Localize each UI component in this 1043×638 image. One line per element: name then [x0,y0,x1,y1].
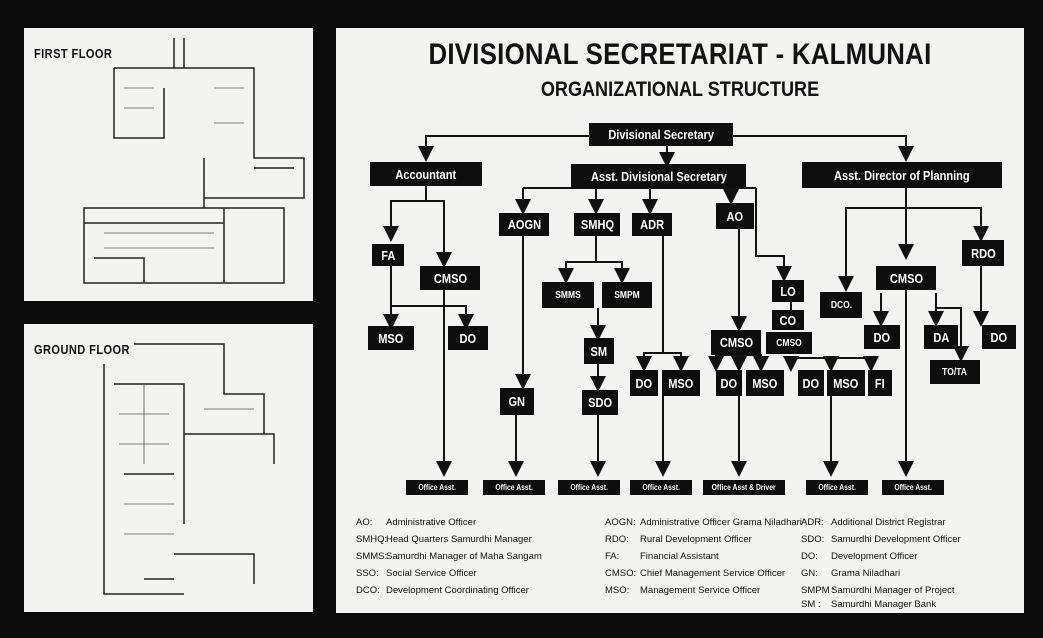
node-mso-adr: MSO [662,370,700,396]
glossary-abbr: SDO: [801,534,825,545]
first-floor-plan-panel: FIRST FLOOR [24,28,313,301]
glossary-abbr: SMPM : [801,585,835,596]
node-do-planning: DO [864,325,900,349]
glossary-abbr: ADR: [801,517,824,528]
ground-floor-title: GROUND FLOOR [34,342,130,357]
glossary-definition: Samurdhi Development Officer [831,534,961,545]
node-office-asst-6: Office Asst. [806,480,868,495]
node-office-asst-3: Office Asst. [558,480,620,495]
node-do-lo: DO [798,370,824,396]
node-office-asst-2: Office Asst. [483,480,545,495]
chart-subtitle: ORGANIZATIONAL STRUCTURE [540,78,820,101]
node-fa: FA [372,244,404,266]
node-rdo: RDO [962,240,1004,266]
node-mso-accountant: MSO [368,326,414,350]
glossary-abbr: MSO: [605,585,630,596]
first-floor-title: FIRST FLOOR [34,46,113,61]
chart-title: DIVISIONAL SECRETARIAT - KALMUNAI [428,38,932,71]
glossary-definition: Social Service Officer [386,568,477,579]
glossary-definition: Development Officer [831,551,918,562]
glossary-definition: Additional District Registrar [831,517,946,528]
node-office-asst-driver: Office Asst & Driver [703,480,785,495]
glossary-abbr: SM : [801,599,821,610]
node-office-asst-4: Office Asst. [630,480,692,495]
node-accountant: Accountant [370,162,482,186]
ground-floor-plan-panel: GROUND FLOOR [24,324,313,612]
node-sdo: SDO [582,390,618,415]
node-to-ta: TO/TA [930,360,980,384]
node-dco: DCO. [820,292,862,318]
glossary-definition: Samurdhi Manager of Project [831,585,955,596]
node-do-rdo: DO [982,325,1016,349]
node-lo: LO [772,280,804,302]
glossary-definition: Management Service Officer [640,585,761,596]
glossary-abbr: GN: [801,568,818,579]
glossary-abbr: SMMS: [356,551,388,562]
node-cmso-accountant: CMSO [420,266,480,290]
node-sm: SM [584,338,614,364]
glossary-abbr: SMHQ: [356,534,388,545]
node-asst-divisional-secretary: Asst. Divisional Secretary [571,164,746,188]
node-mso-lo: MSO [827,370,865,396]
glossary-definition: Head Quarters Samurdhi Manager [386,534,532,545]
glossary-abbr: AOGN: [605,517,636,528]
glossary-abbr: AO: [356,517,373,528]
node-divisional-secretary: Divisional Secretary [589,123,733,146]
org-chart-connectors [383,135,989,477]
org-chart-panel: DIVISIONAL SECRETARIAT - KALMUNAI ORGANI… [336,28,1024,613]
node-mso-ao: MSO [746,370,784,396]
glossary-definition: Samurdhi Manager of Maha Sangam [386,551,542,562]
glossary-abbr: RDO: [605,534,629,545]
glossary-definition: Administrative Officer Grama Niladhari [640,517,802,528]
glossary-definition: Grama Niladhari [831,568,901,579]
node-adr: ADR [632,213,672,236]
node-office-asst-1: Office Asst. [406,480,468,495]
node-da: DA [924,325,958,349]
glossary-abbr: DO: [801,551,818,562]
node-smhq: SMHQ [574,213,620,236]
node-cmso-ao: CMSO [711,330,761,355]
node-cmso-lo: CMSO [766,332,812,354]
glossary-abbr: FA: [605,551,620,562]
node-fi: FI [868,370,892,396]
glossary-abbr: CMSO: [605,568,637,579]
glossary-abbr: SSO: [356,568,379,579]
ground-floor-plan-drawing [103,343,275,595]
glossary-definition: Samurdhi Manager Bank [831,599,937,610]
glossary-definition: Administrative Officer [386,517,477,528]
node-aogn: AOGN [499,213,549,236]
node-ao: AO [716,203,754,229]
node-do-adr: DO [630,370,658,396]
glossary-definition: Financial Assistant [640,551,719,562]
node-smpm: SMPM [602,282,652,308]
node-gn: GN [500,388,534,415]
glossary-definition: Development Coordinating Officer [386,585,529,596]
first-floor-plan-drawing [83,38,305,284]
node-smms: SMMS [542,282,594,308]
node-office-asst-7: Office Asst. [882,480,944,495]
glossary-definition: Chief Management Service Officer [640,568,786,579]
node-do-accountant: DO [448,326,488,350]
node-co: CO [772,310,804,330]
node-cmso-planning: CMSO [876,266,936,290]
glossary-definition: Rural Development Officer [640,534,752,545]
glossary-abbr: DCO: [356,585,380,596]
node-asst-director-planning: Asst. Director of Planning [802,162,1002,188]
node-do-ao: DO [716,370,742,396]
